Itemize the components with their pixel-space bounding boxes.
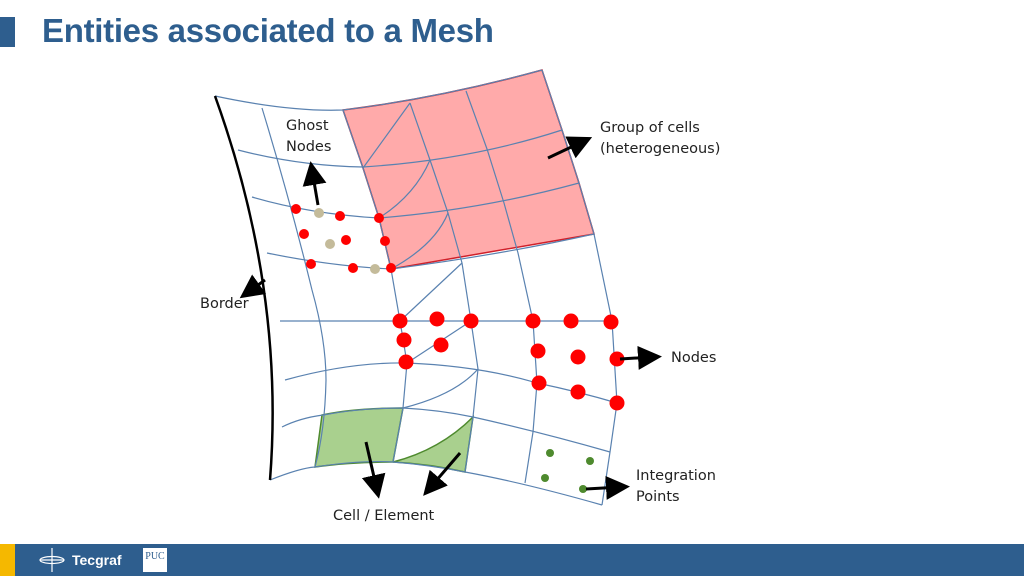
- page-title: Entities associated to a Mesh: [42, 12, 494, 49]
- label-line: Points: [636, 489, 680, 505]
- label-line: Group of cells: [600, 120, 700, 136]
- label-line: Nodes: [286, 139, 332, 155]
- arrows: [239, 136, 662, 500]
- mesh-lines: [214, 69, 618, 506]
- title-accent-bar: [0, 17, 15, 47]
- integration-points: [541, 449, 594, 493]
- cell-element-quad: [314, 407, 404, 468]
- puc-logo: PUC: [143, 548, 167, 572]
- tecgraf-logo: Tecgraf: [72, 552, 122, 568]
- border-label: Border: [200, 296, 249, 312]
- ghost-nodes: [314, 208, 380, 274]
- label-line: Integration: [636, 468, 716, 484]
- border-line: [213, 95, 274, 481]
- nodes-label: Nodes: [671, 350, 717, 366]
- cell-element-tri: [392, 414, 475, 473]
- label-line: (heterogeneous): [600, 141, 721, 157]
- footer-accent: [0, 544, 15, 576]
- footer-bar: [0, 544, 1024, 576]
- group-of-cells-label: Group of cells (heterogeneous): [600, 118, 720, 160]
- label-line: Ghost: [286, 118, 329, 134]
- cell-element-label: Cell / Element: [333, 508, 435, 524]
- nodes: [291, 204, 625, 411]
